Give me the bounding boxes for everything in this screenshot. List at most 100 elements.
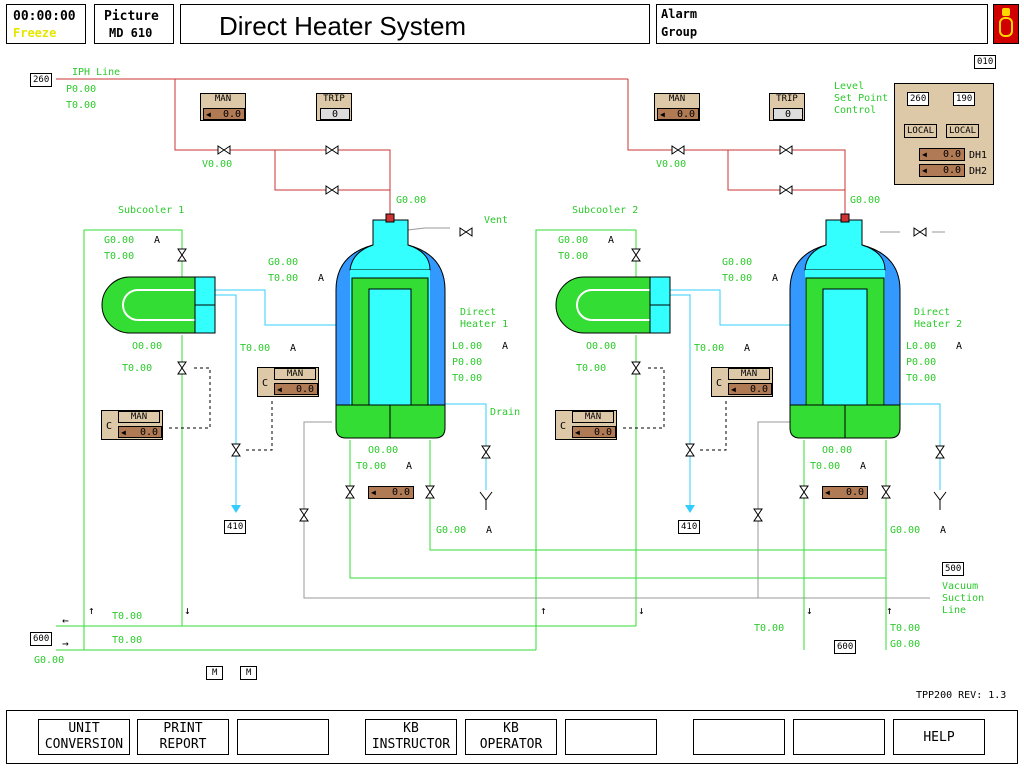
level-dh2-label: DH2: [969, 166, 988, 177]
function-key-3[interactable]: [237, 719, 329, 755]
heater2-inlet-temp: T0.00: [722, 273, 753, 284]
iph-steam-lines: [56, 78, 846, 214]
iph2-trip-controller[interactable]: TRIP 0: [769, 93, 805, 121]
condensate2-man-label: MAN: [728, 368, 770, 380]
right-return-temp-1: T0.00: [754, 623, 785, 634]
heater1-label-a: Direct: [460, 307, 497, 318]
subcooler-2: [555, 276, 671, 334]
condensate1-man-controller[interactable]: C MAN 0.0: [257, 367, 319, 397]
condensate2-auto: A: [744, 343, 751, 354]
help-label: HELP: [923, 730, 955, 745]
heater1-bottom-out: O0.00: [368, 445, 399, 456]
heater1-inlet-auto: A: [318, 273, 325, 284]
revision-label: TPP200 REV: 1.3: [916, 690, 1007, 701]
subcooler1-man-label: MAN: [118, 411, 160, 423]
vacuum-ref[interactable]: 500: [942, 562, 965, 576]
bottom-ref-left[interactable]: 600: [30, 632, 53, 646]
condensate2-mode: C: [716, 378, 723, 389]
iph1-man-controller[interactable]: MAN 0.0: [200, 93, 246, 121]
function-key-8[interactable]: [793, 719, 885, 755]
iph1-man-value[interactable]: 0.0: [203, 108, 245, 120]
iph1-trip-value[interactable]: 0: [320, 108, 350, 120]
subcooler2-label: Subcooler 2: [572, 205, 639, 216]
level-mode-dh2[interactable]: LOCAL: [946, 124, 980, 138]
condensate2-man-value[interactable]: 0.0: [728, 383, 772, 395]
condensate-lines: [215, 289, 941, 505]
direct-heater-2: [789, 213, 901, 439]
level-label-1: Level: [834, 81, 865, 92]
bottom-ref-right[interactable]: 600: [834, 640, 857, 654]
svg-text:→: →: [62, 637, 69, 650]
subcooler2-man-controller[interactable]: C MAN 0.0: [555, 410, 617, 440]
direct-heater-1: [335, 213, 446, 439]
iph1-valve-position: V0.00: [202, 159, 233, 170]
flow-arrows: ↑↓ ↑↓ ↓↑ ←→: [62, 604, 893, 650]
top-right-ref[interactable]: 010: [974, 55, 997, 69]
function-key-6[interactable]: [565, 719, 657, 755]
iph-line-ref[interactable]: 260: [30, 73, 53, 87]
subcooler1-mode: C: [106, 421, 113, 432]
crest-logo: [993, 4, 1019, 44]
subcooler1-out-temp: T0.00: [122, 363, 153, 374]
subcooler1-flow-auto: A: [154, 235, 161, 246]
heater1-level: L0.00: [452, 341, 483, 352]
level-dh1-label: DH1: [969, 150, 988, 161]
level-mode-dh1[interactable]: LOCAL: [904, 124, 938, 138]
iph2-man-controller[interactable]: MAN 0.0: [654, 93, 700, 121]
help-button[interactable]: HELP: [893, 719, 985, 755]
iph2-trip-value[interactable]: 0: [773, 108, 803, 120]
heater2-bottom-auto: A: [860, 461, 867, 472]
subcooler1-temp: T0.00: [104, 251, 135, 262]
vent-label: Vent: [484, 215, 509, 226]
subcooler2-mode: C: [560, 421, 567, 432]
subcooler-1: [101, 276, 216, 334]
picture-id-panel: Picture MD 610: [94, 4, 174, 44]
condensate1-temp: T0.00: [240, 343, 271, 354]
subcooler2-man-value[interactable]: 0.0: [572, 426, 616, 438]
heater1-bottom-output[interactable]: 0.0: [368, 486, 414, 499]
iph2-valve-position: V0.00: [656, 159, 687, 170]
freeze-indicator[interactable]: Freeze: [13, 26, 57, 40]
heater2-bottom-output[interactable]: 0.0: [822, 486, 868, 499]
alarm-group-panel[interactable]: Alarm Group: [656, 4, 988, 44]
unit-conversion-label-1: UNIT: [68, 721, 100, 736]
drain-funnels: [479, 491, 947, 510]
iph1-trip-controller[interactable]: TRIP 0: [316, 93, 352, 121]
heater2-bottom-out: O0.00: [822, 445, 853, 456]
subcooler2-flow: G0.00: [558, 235, 589, 246]
iph2-man-value[interactable]: 0.0: [657, 108, 699, 120]
condensate2-man-controller[interactable]: C MAN 0.0: [711, 367, 773, 397]
iph2-trip-label: TRIP: [770, 94, 804, 104]
m-button-1[interactable]: M: [206, 666, 224, 680]
subcooler1-man-controller[interactable]: C MAN 0.0: [101, 410, 163, 440]
drain-ref-1[interactable]: 410: [224, 520, 247, 534]
condensate1-mode: C: [262, 378, 269, 389]
subcooler1-label: Subcooler 1: [118, 205, 185, 216]
page-title: Direct Heater System: [219, 11, 467, 41]
subcooler1-man-value[interactable]: 0.0: [118, 426, 162, 438]
level-dh1-output[interactable]: 0.0: [919, 148, 965, 161]
heater1-inlet-temp: T0.00: [268, 273, 299, 284]
page-title-panel: Direct Heater System: [180, 4, 650, 44]
level-dh2-output[interactable]: 0.0: [919, 164, 965, 177]
svg-text:↓: ↓: [184, 604, 191, 617]
kb-instructor-label-1: KB: [403, 721, 419, 736]
function-key-7[interactable]: [693, 719, 785, 755]
condensate1-man-value[interactable]: 0.0: [274, 383, 318, 395]
drain-ref-2[interactable]: 410: [678, 520, 701, 534]
return-temp-1: T0.00: [112, 611, 143, 622]
heater2-inlet-auto: A: [772, 273, 779, 284]
vacuum-label-3: Line: [942, 605, 967, 616]
heater1-temp: T0.00: [452, 373, 483, 384]
level-sp-dh1[interactable]: 260: [907, 92, 930, 106]
m-button-2[interactable]: M: [240, 666, 258, 680]
condensate1-man-label: MAN: [274, 368, 316, 380]
level-sp-dh2[interactable]: 190: [953, 92, 976, 106]
heater2-steam-flow: G0.00: [850, 195, 881, 206]
